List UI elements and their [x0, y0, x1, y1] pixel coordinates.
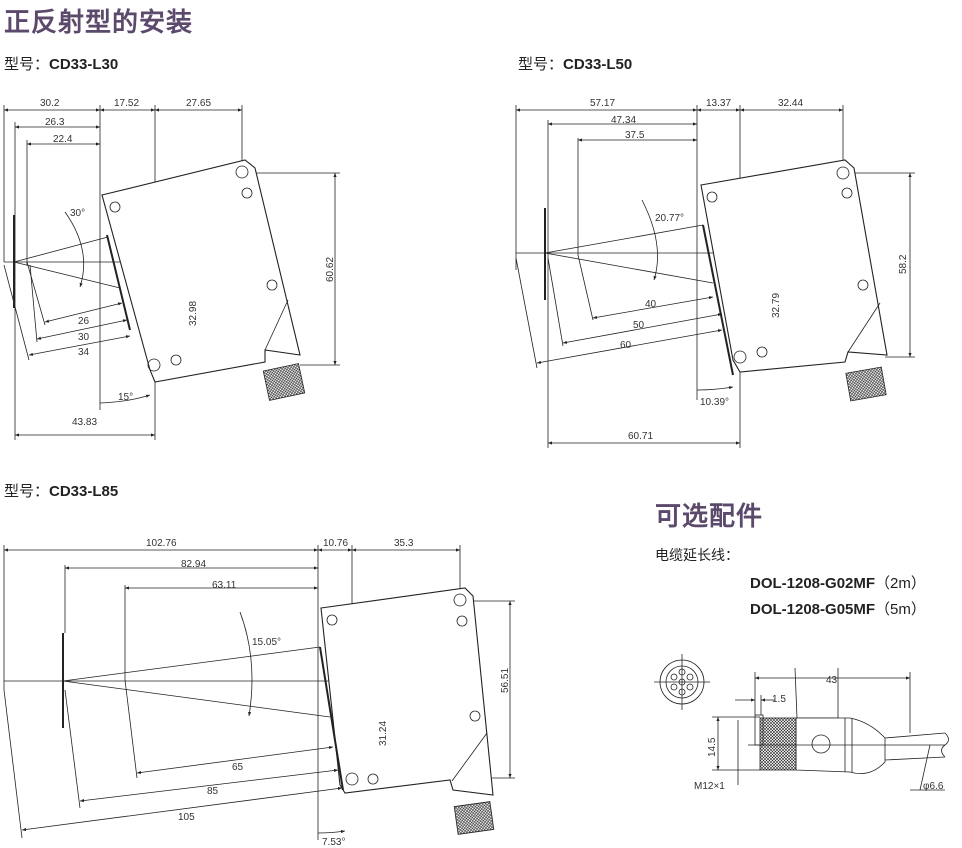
connector-thread: [453, 801, 495, 835]
mounting-hole: [733, 350, 747, 364]
dim-label: 47.34: [611, 115, 636, 126]
angle-label: 15°: [118, 392, 133, 403]
dim-label: 17.52: [114, 98, 139, 109]
part-length: （5m）: [875, 601, 926, 618]
dim-label: 13.37: [706, 98, 731, 109]
model-name: CD33-L85: [49, 483, 119, 500]
sensor-body: [101, 159, 301, 383]
model-prefix: 型号：: [4, 482, 50, 500]
model-name: CD33-L30: [49, 56, 119, 73]
dim-label: 32.79: [771, 293, 782, 318]
mounting-hole: [836, 166, 850, 180]
mounting-hole: [453, 593, 467, 607]
model-heading-l50: 型号：CD33-L50: [518, 53, 632, 74]
dim-label: 22.4: [53, 134, 73, 145]
model-heading-l85: 型号：CD33-L85: [4, 480, 118, 501]
model-heading-l30: 型号：CD33-L30: [4, 53, 118, 74]
dim-label: 26: [78, 316, 90, 327]
dim-label: 26.3: [45, 117, 65, 128]
connector-thread: [845, 366, 887, 402]
drawing-cable-connector: 43 1.5 14.5 M12×1 φ6.6: [654, 654, 949, 792]
dim-label: 40: [645, 299, 657, 310]
dim-label: 58.2: [898, 254, 909, 274]
drawing-cd33-l85: 102.76 10.76 35.3 82.94 63.11 15.05° 65 …: [3, 538, 515, 848]
sensor-body: [320, 587, 494, 796]
dim-label: 65: [232, 762, 244, 773]
dim-label: 27.65: [186, 98, 211, 109]
angle-label: 7.53°: [322, 837, 345, 848]
part-length: （2m）: [875, 575, 926, 592]
dim-label: 32.44: [778, 98, 803, 109]
section-title: 正反射型的安装: [4, 8, 194, 38]
mounting-hole: [235, 165, 249, 179]
dim-label: M12×1: [694, 781, 725, 792]
dim-label: 30.2: [40, 98, 60, 109]
dim-label: 37.5: [625, 130, 645, 141]
screw-icon: [109, 187, 278, 366]
dim-label: 14.5: [707, 737, 718, 757]
dim-label: 63.11: [212, 580, 237, 591]
screw-icon: [706, 187, 869, 358]
angle-label: 20.77°: [655, 213, 684, 224]
mounting-hole: [147, 358, 161, 372]
dim-label: 60.71: [628, 431, 653, 442]
drawing-cd33-l50: 57.17 13.37 32.44 47.34 37.5 20.77° 40 5…: [515, 98, 915, 448]
dim-label: 60.62: [325, 257, 336, 282]
dim-label: 30: [78, 332, 90, 343]
dim-label: 50: [633, 320, 645, 331]
part-name: DOL-1208-G02MF: [750, 575, 876, 592]
dim-label: 31.24: [378, 721, 389, 746]
dim-label: 32.98: [188, 301, 199, 326]
dim-label: 82.94: [181, 559, 206, 570]
dim-label: 1.5: [772, 694, 786, 705]
dim-label: 35.3: [394, 538, 414, 549]
dim-label: 34: [78, 347, 90, 358]
dim-label: 60: [620, 340, 632, 351]
accessories-title: 可选配件: [655, 502, 764, 532]
drawing-cd33-l30: 30.2 17.52 27.65 26.3 22.4 30° 26 30 34 …: [3, 98, 340, 440]
model-prefix: 型号：: [518, 55, 564, 73]
dim-label: 102.76: [146, 538, 177, 549]
dim-label: 43: [826, 675, 838, 686]
accessories-subtitle: 电缆延长线：: [655, 548, 739, 564]
sensor-body: [700, 159, 888, 373]
angle-label: 10.39°: [700, 397, 729, 408]
model-name: CD33-L50: [563, 56, 633, 73]
connector-face-view: [654, 654, 710, 710]
mounting-hole: [345, 772, 359, 786]
accessory-part: DOL-1208-G05MF（5m）: [750, 598, 926, 619]
dim-label: 43.83: [72, 417, 97, 428]
dim-label: 85: [207, 786, 219, 797]
accessory-part: DOL-1208-G02MF（2m）: [750, 572, 926, 593]
dim-label: φ6.6: [923, 781, 944, 792]
angle-label: 15.05°: [252, 637, 281, 648]
dim-label: 56.51: [500, 668, 511, 693]
dim-label: 57.17: [590, 98, 615, 109]
dim-label: 105: [178, 812, 195, 823]
part-name: DOL-1208-G05MF: [750, 601, 876, 618]
model-prefix: 型号：: [4, 55, 50, 73]
connector-thread: [262, 363, 306, 401]
dim-label: 10.76: [323, 538, 348, 549]
knurled-nut: [759, 717, 797, 771]
screw-icon: [326, 614, 481, 785]
angle-label: 30°: [70, 208, 85, 219]
